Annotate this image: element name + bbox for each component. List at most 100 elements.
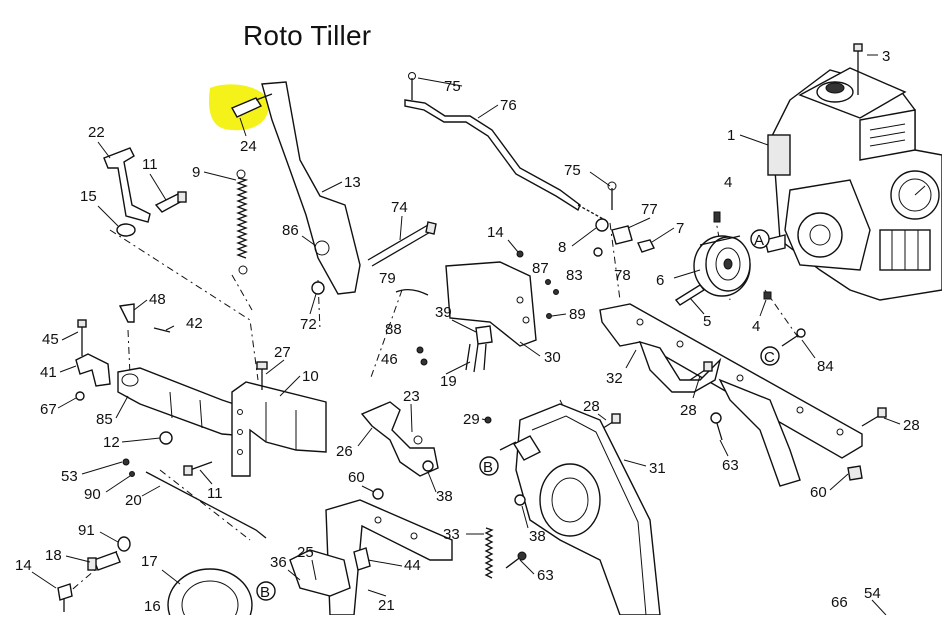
label-11b: 11 <box>207 485 223 502</box>
nut-60-right <box>847 465 863 481</box>
label-13: 13 <box>344 174 361 191</box>
bracket-23-26 <box>360 401 439 477</box>
label-38b: 38 <box>529 528 546 545</box>
label-10: 10 <box>302 368 319 385</box>
bracket-30 <box>445 261 537 347</box>
bolt-28-right <box>861 407 887 427</box>
shaft-B <box>499 435 542 461</box>
label-48: 48 <box>149 291 166 308</box>
label-1: 1 <box>727 127 735 144</box>
clip-pin-75a <box>408 72 416 100</box>
svg-text:B: B <box>483 459 493 476</box>
label-90: 90 <box>84 486 101 503</box>
label-78: 78 <box>614 267 631 284</box>
label-14a: 14 <box>487 224 504 241</box>
label-67: 67 <box>40 401 57 418</box>
bolt-11 <box>154 191 187 213</box>
pin-42 <box>153 327 171 333</box>
label-66: 66 <box>831 594 848 611</box>
label-14b: 14 <box>15 557 32 574</box>
shift-lever-13 <box>261 81 361 295</box>
label-31: 31 <box>649 460 666 477</box>
label-54: 54 <box>864 585 881 602</box>
bolt-11-lower <box>183 461 213 476</box>
label-45: 45 <box>42 331 59 348</box>
rod-20 <box>145 471 267 539</box>
label-20: 20 <box>125 492 142 509</box>
label-26: 26 <box>336 443 353 460</box>
label-5: 5 <box>703 313 711 330</box>
label-9: 9 <box>192 164 200 181</box>
label-3: 3 <box>882 48 890 65</box>
part-48 <box>118 303 135 323</box>
label-4: 4 <box>724 174 732 191</box>
label-4b: 4 <box>752 318 760 335</box>
label-44: 44 <box>404 557 421 574</box>
label-17: 17 <box>141 553 158 570</box>
bolt-63-right <box>710 412 723 441</box>
label-39: 39 <box>435 304 452 321</box>
linkage-parts-8-77-78-7 <box>593 218 655 257</box>
label-23: 23 <box>403 388 420 405</box>
label-36: 36 <box>270 554 287 571</box>
label-11: 11 <box>142 156 158 173</box>
label-24: 24 <box>240 138 257 155</box>
bolt-3 <box>853 43 863 95</box>
part-89 <box>546 313 552 319</box>
clip-pin-75b <box>607 181 617 210</box>
washer-15 <box>116 223 136 237</box>
bolt-63-lower <box>505 551 527 569</box>
part-88 <box>416 346 424 354</box>
part-number-labels: 3 1 4 75 76 24 22 11 9 13 15 74 86 72 75… <box>15 48 920 615</box>
bolt-45 <box>77 319 87 356</box>
label-75a: 75 <box>444 78 461 95</box>
label-74: 74 <box>391 199 408 216</box>
nut-60-left <box>372 488 384 500</box>
label-63b: 63 <box>537 567 554 584</box>
bolt-74 <box>367 221 437 267</box>
bracket-25 <box>289 549 351 597</box>
control-rod-76 <box>404 99 606 221</box>
label-27: 27 <box>274 344 291 361</box>
bolt-28-mid <box>689 361 713 381</box>
callout-A-engine: A <box>750 229 770 249</box>
label-38a: 38 <box>436 488 453 505</box>
label-75b: 75 <box>564 162 581 179</box>
label-91: 91 <box>78 522 95 539</box>
part-46 <box>420 358 428 366</box>
bolt-84 <box>781 328 806 347</box>
tine-frame-85 <box>117 367 247 437</box>
label-84: 84 <box>817 358 834 375</box>
part-83 <box>553 289 559 295</box>
nut-12 <box>159 431 173 445</box>
washer-91 <box>117 536 131 552</box>
label-87: 87 <box>532 260 549 277</box>
part-87 <box>545 279 551 285</box>
label-85: 85 <box>96 411 113 428</box>
setscrew-4b <box>763 291 772 300</box>
label-leader-lines <box>31 54 901 616</box>
callout-B-lower: B <box>256 581 276 601</box>
label-18: 18 <box>45 547 62 564</box>
label-53: 53 <box>61 468 78 485</box>
label-32: 32 <box>606 370 623 387</box>
label-15: 15 <box>80 188 97 205</box>
label-60b: 60 <box>810 484 827 501</box>
nut-67 <box>75 391 85 401</box>
bracket-10 <box>231 381 327 477</box>
main-frame-32 <box>599 303 863 487</box>
label-30: 30 <box>544 349 561 366</box>
lever-22 <box>103 147 151 223</box>
part-38-right <box>514 494 526 506</box>
label-63a: 63 <box>722 457 739 474</box>
part-53 <box>122 458 130 466</box>
label-46: 46 <box>381 351 398 368</box>
label-28b: 28 <box>680 402 697 419</box>
label-86: 86 <box>282 222 299 239</box>
label-6: 6 <box>656 272 664 289</box>
part-44 <box>353 547 371 571</box>
screw-14 <box>516 250 524 258</box>
label-7: 7 <box>676 220 684 237</box>
label-25: 25 <box>297 544 314 561</box>
